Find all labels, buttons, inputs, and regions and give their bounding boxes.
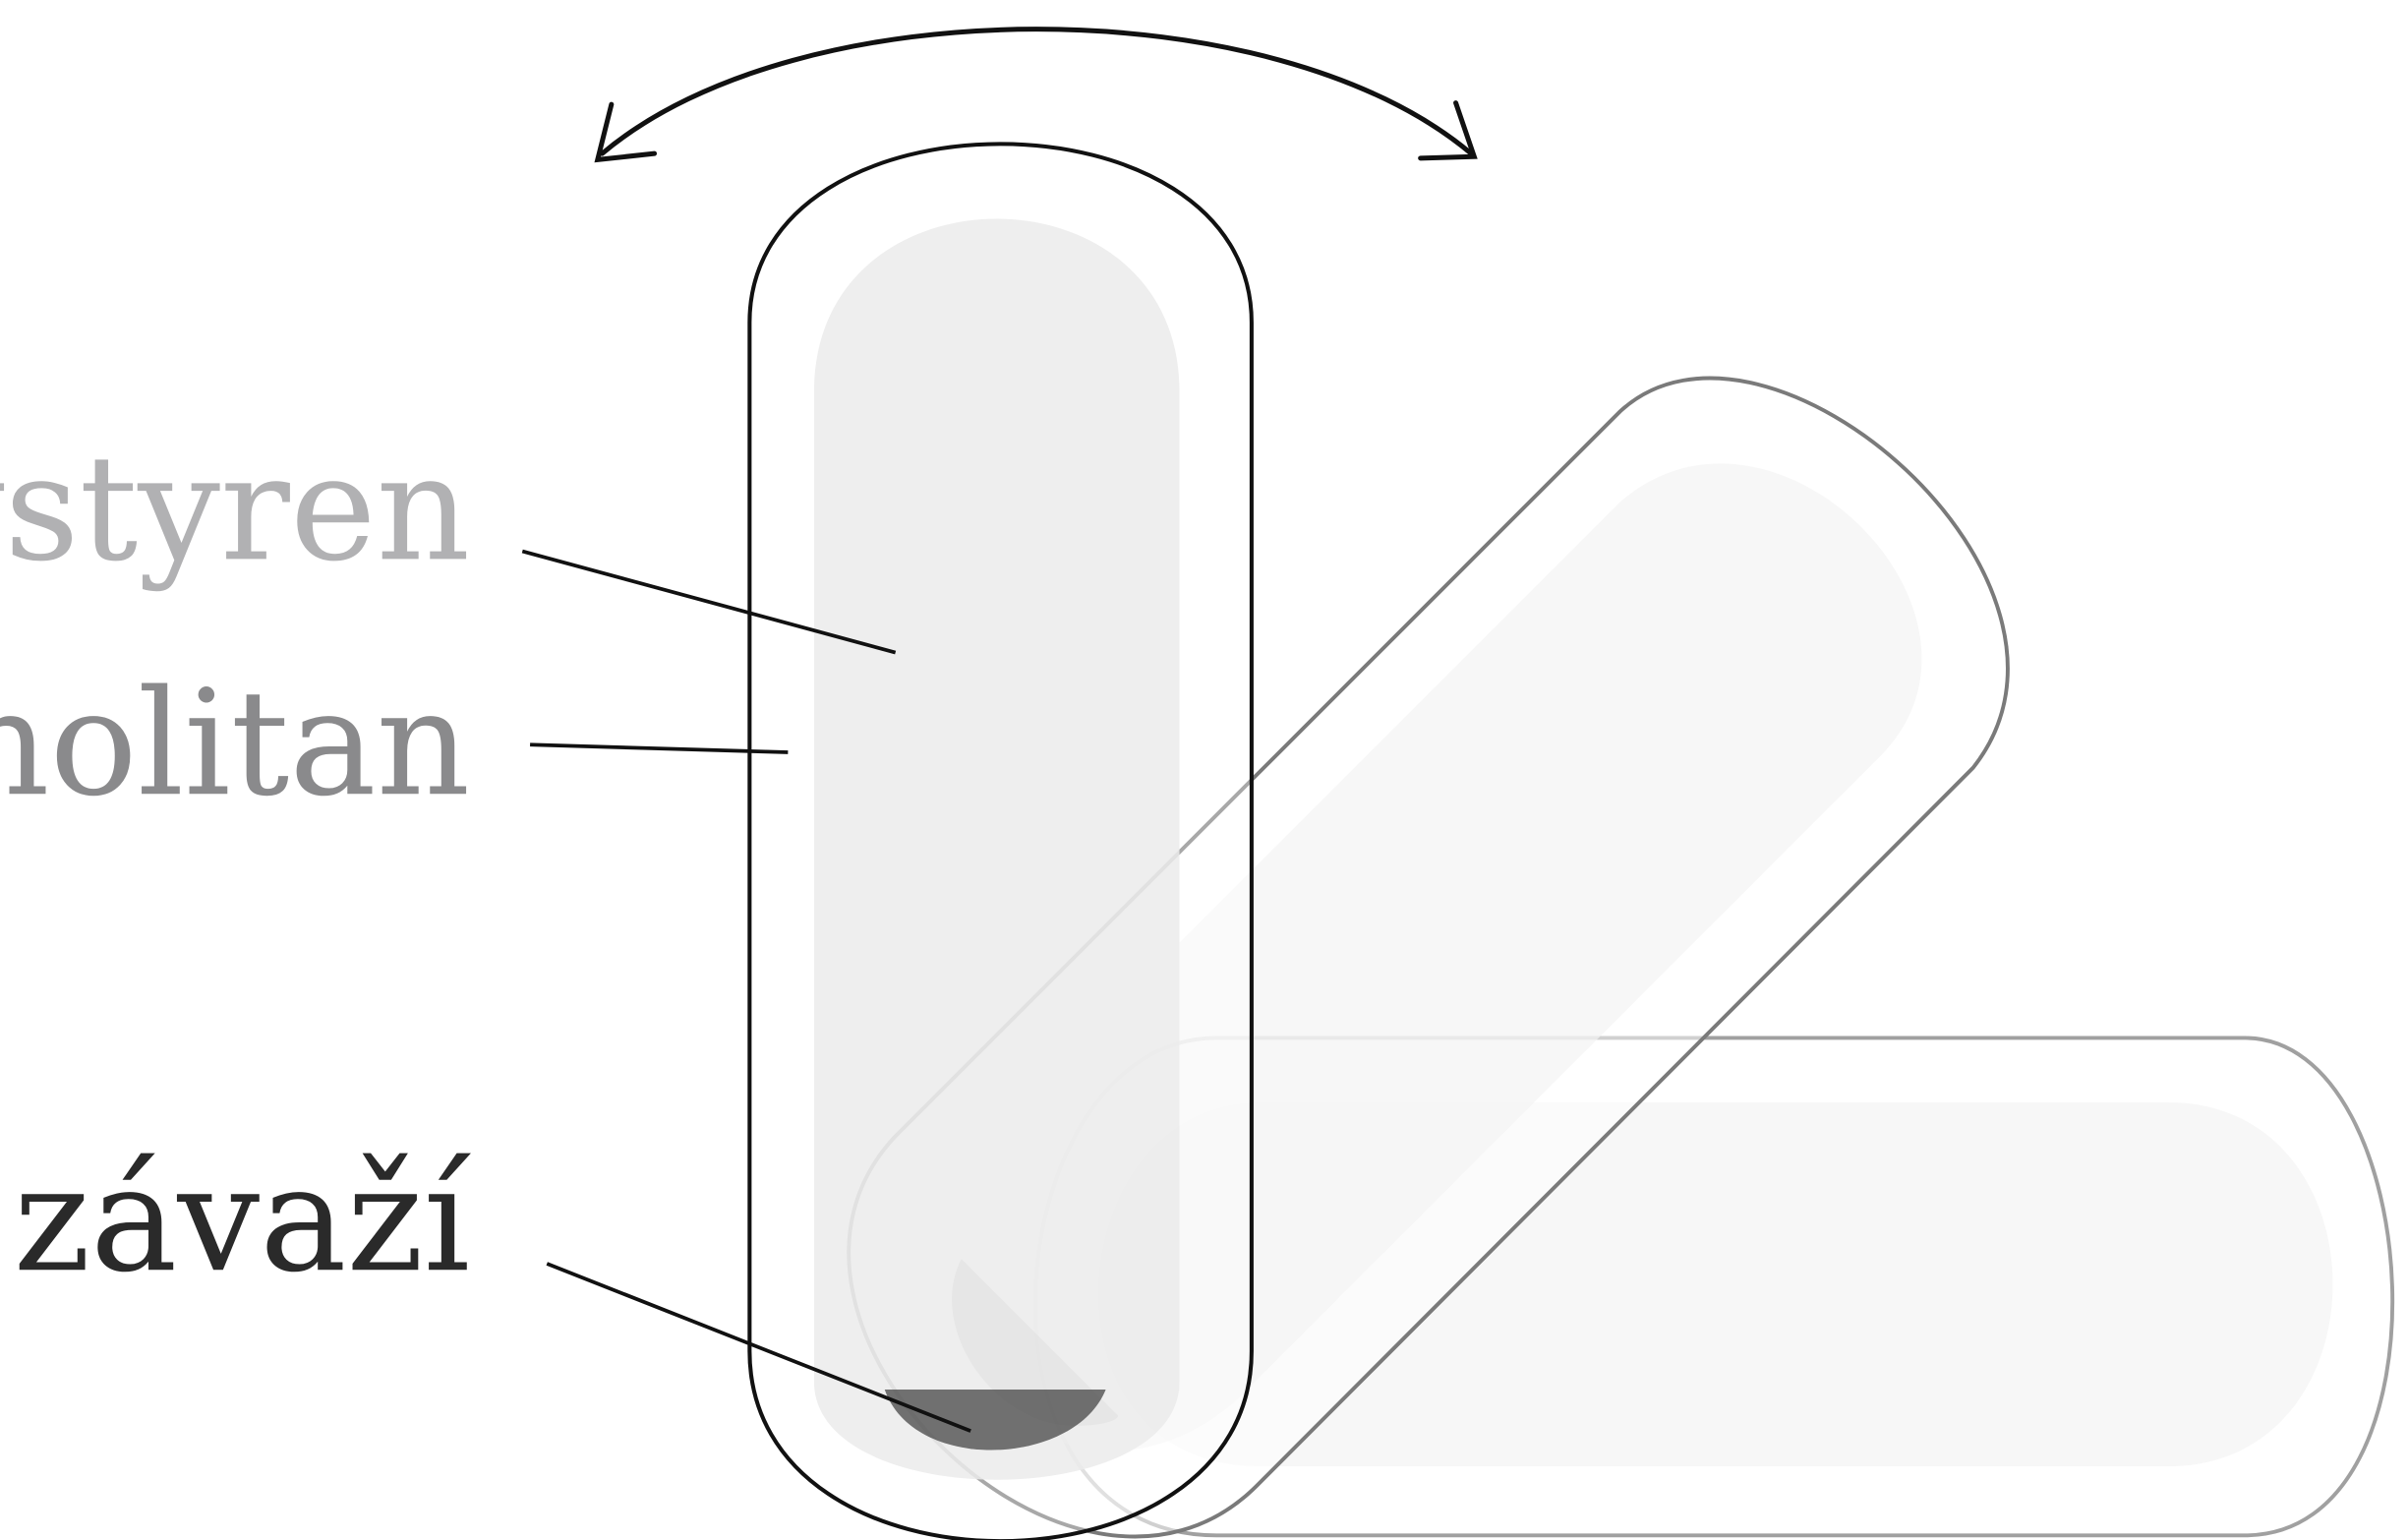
leader-line-zavazi [546,1262,971,1433]
label-molitan: molitan [0,658,470,828]
label-zavazi: závaží [14,1134,472,1304]
polystyrene-core-upright [813,218,1180,1480]
polystyrene-core-tilted [935,463,1922,1451]
leader-line-molitan [530,742,789,754]
cylinder-upright [747,142,1254,1540]
weight-upright [884,1389,1106,1451]
leader-line-polystyren [521,549,897,655]
double-headed-curved-arrow-icon [594,27,1478,163]
label-polystyren: polystyren [0,423,470,593]
